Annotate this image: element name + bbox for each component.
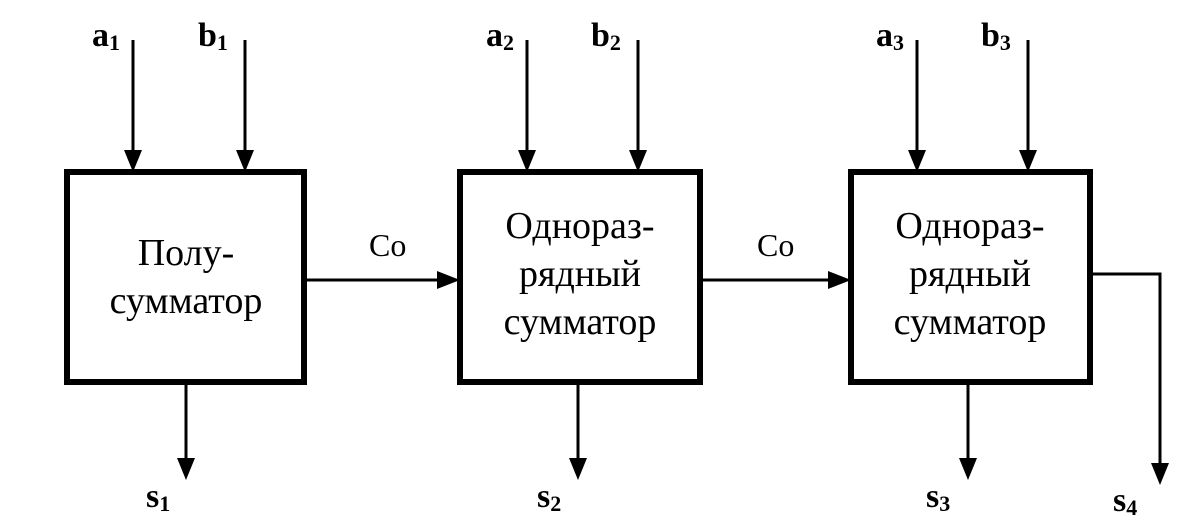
output-arrow-s4 bbox=[1090, 272, 1169, 485]
half-adder-label-line1: Полу- bbox=[138, 232, 235, 274]
input-arrow-b3 bbox=[1019, 40, 1037, 172]
half-adder-block bbox=[64, 169, 307, 385]
output-arrow-s2 bbox=[569, 382, 587, 480]
full-adder-block-3 bbox=[848, 169, 1093, 385]
carry-arrow-2 bbox=[700, 271, 851, 289]
full-adder-2-label-line2: рядный bbox=[519, 253, 641, 295]
output-label-s1: s1 bbox=[146, 478, 170, 516]
full-adder-3-label-line2: рядный bbox=[909, 253, 1031, 295]
input-arrow-b2 bbox=[629, 40, 647, 172]
full-adder-3-label-line1: Однораз- bbox=[895, 205, 1044, 247]
input-label-b1: b1 bbox=[198, 17, 228, 55]
half-adder-label-line2: сумматор bbox=[110, 280, 263, 322]
input-label-a3: a3 bbox=[876, 17, 904, 55]
output-arrow-s1 bbox=[177, 382, 195, 480]
input-arrow-a1 bbox=[124, 40, 142, 172]
input-arrow-a3 bbox=[908, 40, 926, 172]
full-adder-2-label-line3: сумматор bbox=[504, 301, 657, 343]
input-arrow-b1 bbox=[236, 40, 254, 172]
output-label-s2: s2 bbox=[537, 478, 561, 516]
input-label-a1: a1 bbox=[92, 17, 120, 55]
full-adder-block-2 bbox=[457, 169, 703, 385]
input-label-b2: b2 bbox=[591, 17, 621, 55]
carry-arrow-1 bbox=[304, 271, 460, 289]
output-label-s4: s4 bbox=[1113, 482, 1137, 520]
full-adder-2-label-line1: Однораз- bbox=[505, 205, 654, 247]
full-adder-3-label-line3: сумматор bbox=[894, 301, 1047, 343]
input-arrow-a2 bbox=[518, 40, 536, 172]
output-label-s3: s3 bbox=[926, 478, 950, 516]
input-label-b3: b3 bbox=[981, 17, 1011, 55]
carry-label-2: Co bbox=[757, 227, 794, 263]
output-arrow-s3 bbox=[959, 382, 977, 480]
carry-label-1: Co bbox=[369, 227, 406, 263]
input-label-a2: a2 bbox=[486, 17, 514, 55]
